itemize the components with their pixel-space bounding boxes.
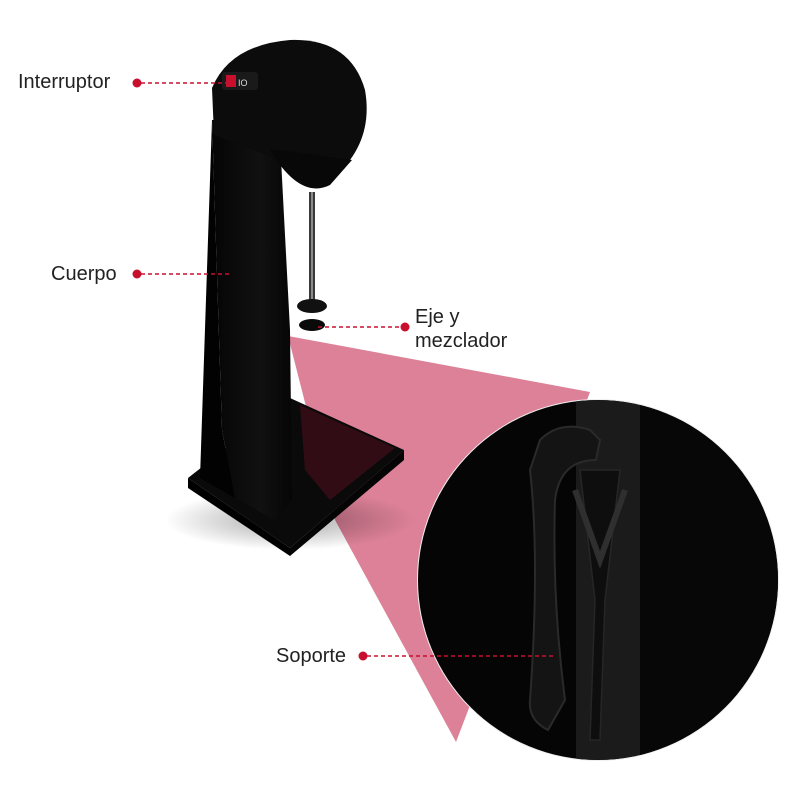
mixer-column xyxy=(212,120,292,520)
callout-soporte xyxy=(358,651,555,661)
svg-text:IO: IO xyxy=(238,78,248,88)
label-cuerpo: Cuerpo xyxy=(51,263,117,285)
label-interruptor: Interruptor xyxy=(18,71,111,93)
label-eje-mezclador: Eje y mezclador xyxy=(415,305,545,353)
callout-interruptor xyxy=(132,78,230,88)
callout-cuerpo xyxy=(132,269,232,279)
callout-eje xyxy=(318,322,410,332)
label-eje-line1: Eje y xyxy=(415,306,460,328)
label-eje-line2: mezclador xyxy=(415,330,508,352)
mixer-head xyxy=(212,39,367,160)
support-bracket xyxy=(528,425,602,732)
label-soporte: Soporte xyxy=(276,645,347,667)
mixer-disc xyxy=(297,299,327,313)
